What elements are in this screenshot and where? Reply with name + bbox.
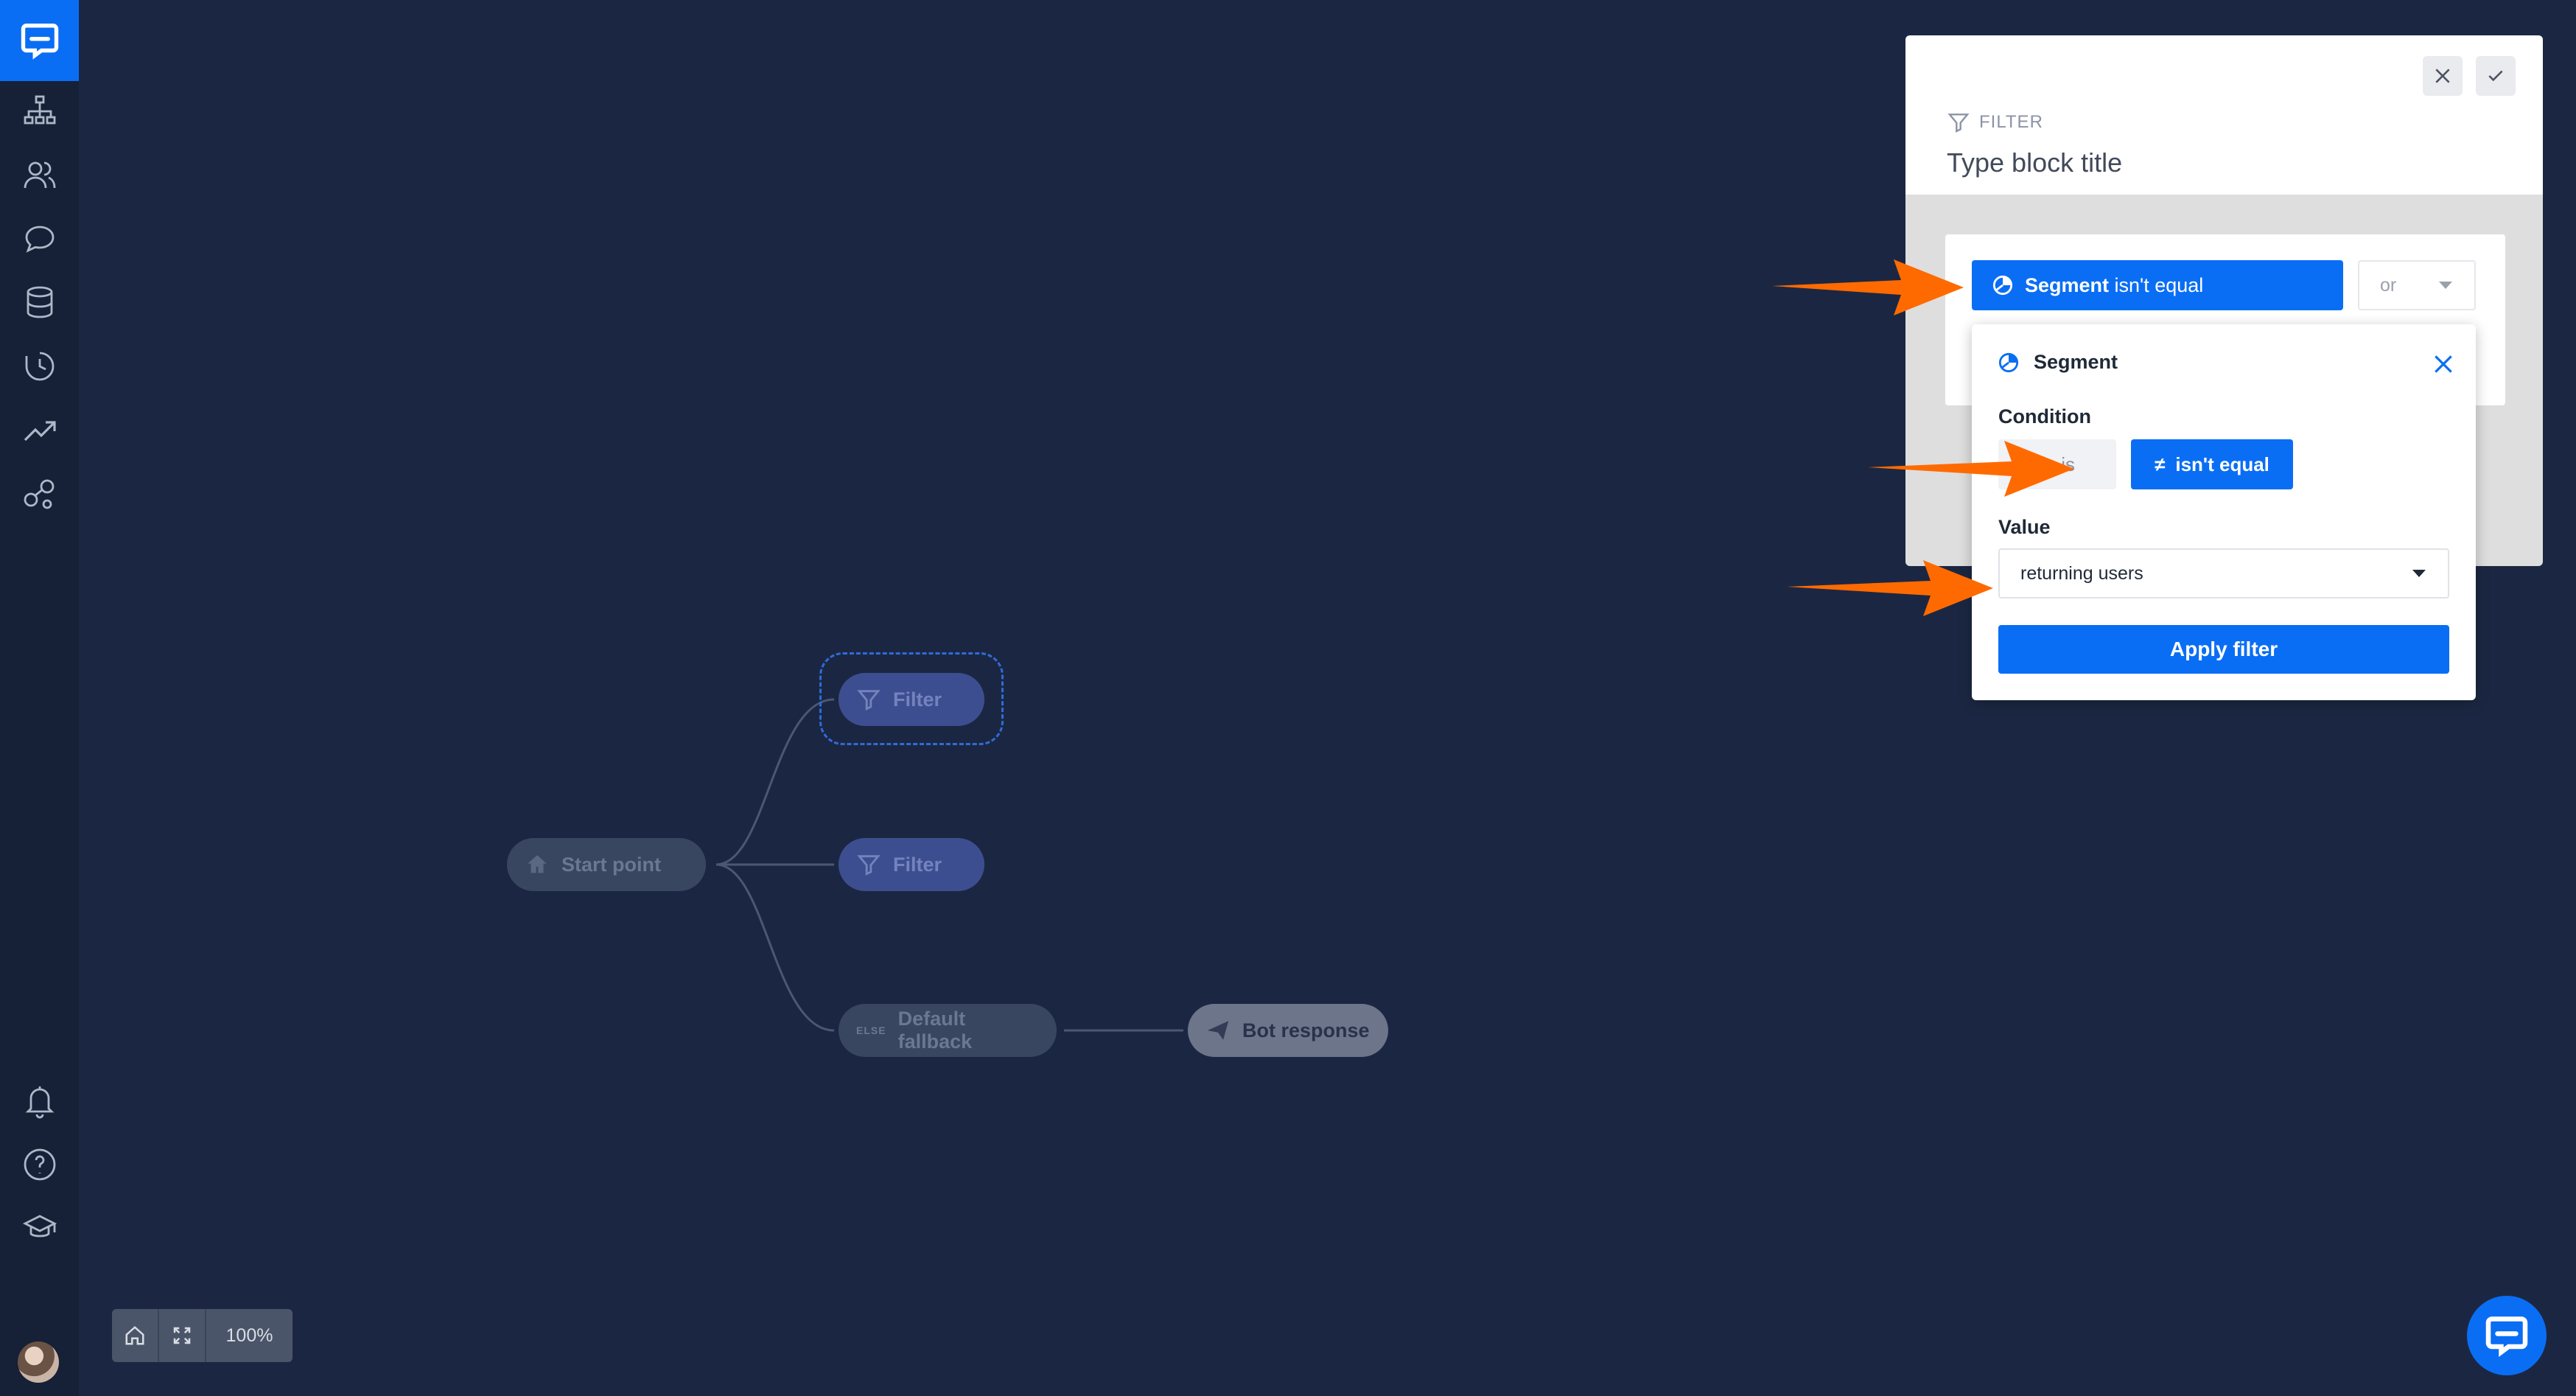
sidebar-item-data[interactable] xyxy=(16,279,63,325)
caret-down-icon xyxy=(2439,282,2452,289)
pie-chart-icon xyxy=(1992,275,2013,296)
integrations-icon xyxy=(24,479,54,509)
panel-header: FILTER Type block title xyxy=(1905,35,2543,195)
sidebar-item-reports[interactable] xyxy=(16,406,63,453)
segment-value-text: returning users xyxy=(2020,562,2143,584)
segment-value-select[interactable]: returning users xyxy=(1998,548,2449,598)
bot-response-node[interactable]: Bot response xyxy=(1188,1004,1388,1057)
node-label: Filter xyxy=(893,853,942,876)
filter-icon xyxy=(857,855,881,876)
value-label: Value xyxy=(1998,516,2051,538)
sidebar-item-history[interactable] xyxy=(16,343,63,389)
block-title-input[interactable]: Type block title xyxy=(1947,147,2123,178)
history-icon xyxy=(25,352,54,380)
segment-popup: Segment Condition = is ≠ isn't equal Val… xyxy=(1972,324,2476,700)
sidebar-item-academy[interactable] xyxy=(16,1204,63,1251)
default-fallback-node[interactable]: ELSE Default fallback xyxy=(839,1004,1057,1057)
selected-node-outline xyxy=(819,652,1004,745)
logic-operator-value: or xyxy=(2380,274,2397,296)
segment-condition-pill[interactable]: Segment isn't equal xyxy=(1972,260,2343,310)
apply-filter-button[interactable]: Apply filter xyxy=(1998,625,2449,674)
home-outline-icon xyxy=(125,1326,144,1345)
trending-icon xyxy=(24,420,56,441)
logic-operator-select[interactable]: or xyxy=(2358,260,2476,310)
sidebar-item-help[interactable] xyxy=(16,1141,63,1187)
popup-title: Segment xyxy=(2034,351,2118,373)
send-icon xyxy=(1207,1021,1229,1040)
users-icon xyxy=(24,161,55,188)
filter-node-1[interactable]: Filter xyxy=(839,673,984,726)
sidebar-item-users[interactable] xyxy=(16,151,63,198)
sidebar-item-integrations[interactable] xyxy=(16,470,63,517)
expand-icon xyxy=(173,1327,191,1344)
help-icon xyxy=(24,1148,55,1180)
app-logo[interactable] xyxy=(0,0,79,81)
block-type-label: FILTER xyxy=(1947,111,2043,134)
segment-pill-text: Segment isn't equal xyxy=(2025,274,2203,297)
annotation-arrow-1 xyxy=(1772,259,1964,315)
pie-chart-icon xyxy=(1998,352,2019,372)
zoom-level[interactable]: 100% xyxy=(225,1325,273,1346)
home-icon xyxy=(528,855,547,873)
sidebar-item-stories[interactable] xyxy=(16,87,63,133)
confirm-panel-button[interactable] xyxy=(2476,56,2516,96)
else-tag: ELSE xyxy=(856,1025,886,1036)
sidebar xyxy=(0,0,79,1396)
segment-pill-strong: Segment xyxy=(2025,273,2110,296)
close-icon xyxy=(2435,69,2450,83)
chat-bubble-icon xyxy=(25,226,54,253)
user-avatar[interactable] xyxy=(18,1341,59,1383)
not-equal-icon: ≠ xyxy=(2155,453,2166,475)
filter-icon xyxy=(1947,114,1970,133)
check-icon xyxy=(2488,70,2503,82)
start-point-node[interactable]: Start point xyxy=(507,838,706,891)
center-home-button[interactable] xyxy=(112,1309,159,1362)
sidebar-item-chats[interactable] xyxy=(16,215,63,262)
block-type-text: FILTER xyxy=(1979,112,2043,132)
graduation-cap-icon xyxy=(22,1214,57,1237)
caret-down-icon xyxy=(2412,570,2426,577)
bell-icon xyxy=(25,1086,54,1118)
node-label: Start point xyxy=(561,853,661,876)
zoom-controls: 100% xyxy=(112,1309,293,1362)
filter-node-2[interactable]: Filter xyxy=(839,838,984,891)
close-icon xyxy=(2435,355,2452,373)
chat-widget-button[interactable] xyxy=(2467,1296,2547,1375)
filter-icon xyxy=(857,690,881,711)
node-label: Bot response xyxy=(1242,1019,1370,1041)
condition-not-equal-button[interactable]: ≠ isn't equal xyxy=(2131,439,2293,489)
segment-pill-rest: isn't equal xyxy=(2114,273,2204,296)
fit-screen-button[interactable] xyxy=(159,1309,206,1362)
close-popup-button[interactable] xyxy=(2429,349,2458,379)
condition-label: Condition xyxy=(1998,405,2091,427)
close-panel-button[interactable] xyxy=(2423,56,2463,96)
chat-bubble-icon xyxy=(2485,1316,2528,1357)
flow-tree-icon xyxy=(24,95,55,124)
node-label: Filter xyxy=(893,688,942,711)
sidebar-item-notifications[interactable] xyxy=(16,1078,63,1124)
node-label: Default fallback xyxy=(897,1008,973,1053)
annotation-arrow-3 xyxy=(1787,560,1993,616)
popup-header: Segment xyxy=(1998,351,2118,374)
annotation-arrow-2 xyxy=(1868,441,2074,497)
chatbot-logo-icon xyxy=(21,24,58,60)
condition-not-equal-label: isn't equal xyxy=(2175,453,2269,475)
database-icon xyxy=(27,286,52,318)
